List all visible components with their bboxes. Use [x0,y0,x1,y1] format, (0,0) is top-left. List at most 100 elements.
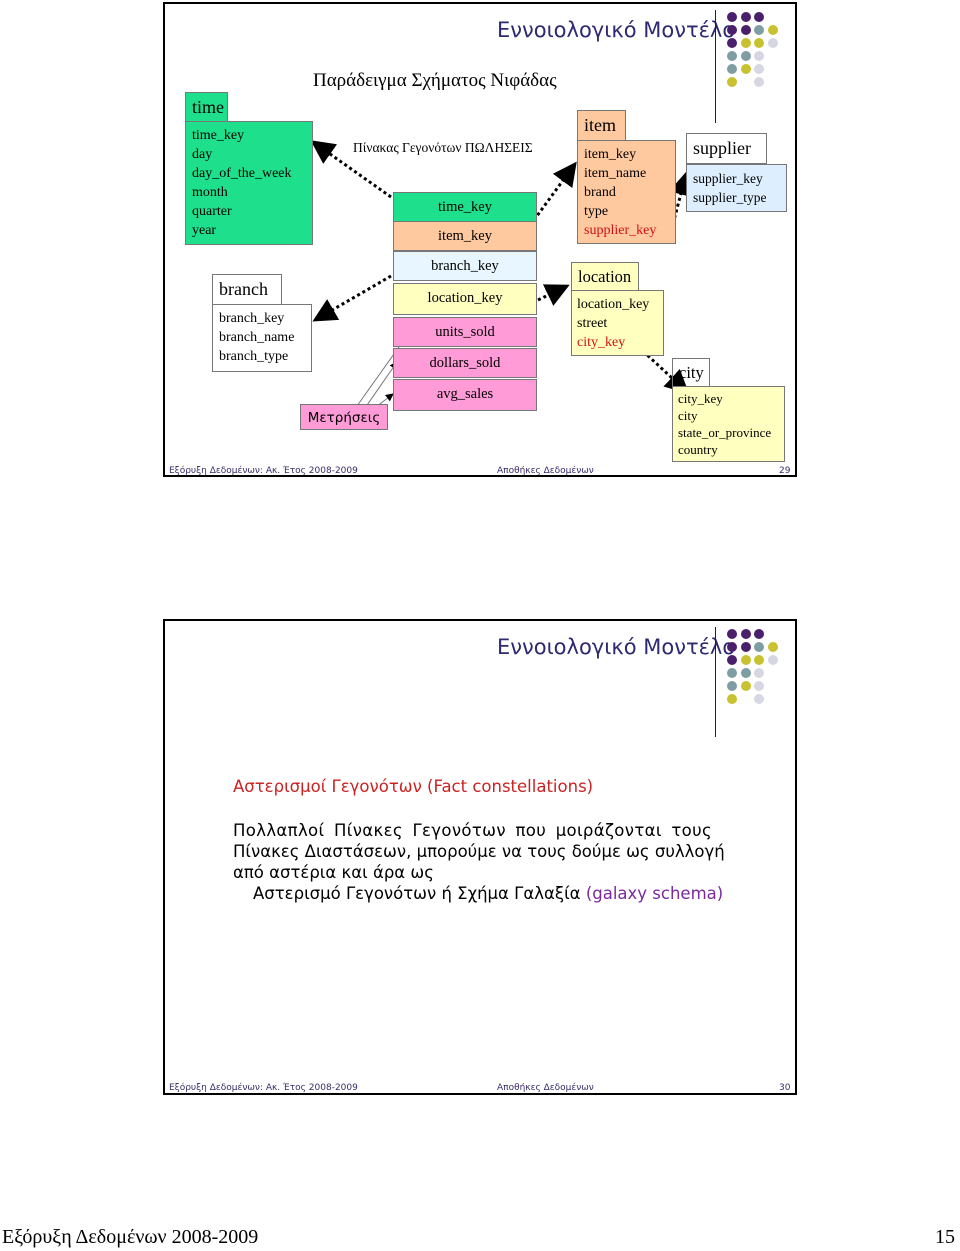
decorative-dot [754,51,764,61]
supplier-table-header: supplier [686,133,767,164]
location-attr: location_key [577,297,650,312]
item-table-header: item [577,110,626,141]
decorative-dot [754,64,764,74]
decorative-dot [740,681,751,691]
supplier-attr: supplier_key [693,171,763,186]
link-fact-location [537,284,570,306]
decorative-dot [754,681,764,691]
slide-29: Εννοιολογικό Μοντέλο Παράδειγμα Σχήματος… [163,2,797,477]
decorative-dot [767,642,778,652]
item-attr: brand [584,185,616,200]
body-line: Πολλαπλοί Πίνακες Γεγονότων που μοιράζον… [233,821,713,840]
slide-footer-left: Εξόρυξη Δεδομένων: Ακ. Έτος 2008-2009 [169,466,358,476]
slide-30: Εννοιολογικό Μοντέλο Αστερισμοί Γεγονότω… [163,619,797,1095]
time-attr: year [192,223,217,238]
item-attributes: item_key item_name brand type supplier_k… [584,145,656,240]
decorative-dot-grid [727,12,787,108]
time-attr: quarter [192,204,232,219]
slide-footer-center: Αποθήκες Δεδομένων [497,1083,594,1093]
decorative-dot [740,629,751,639]
decorative-dot [727,77,737,87]
decorative-dot [740,51,751,61]
time-attr: time_key [192,128,245,143]
time-table-header: time [185,92,228,122]
decorative-dot [727,694,737,704]
fact-constellations-heading: Αστερισμοί Γεγονότων (Fact constellation… [233,777,594,796]
decorative-dot [727,655,737,665]
fact-row-units-sold: units_sold [393,317,537,347]
title-divider [715,10,716,123]
decorative-dot [727,51,737,61]
item-attr: item_key [584,147,637,162]
decorative-dot [754,77,764,87]
measures-label: Μετρήσεις [300,404,388,430]
decorative-dot [767,25,778,35]
city-table-body: city_key city state_or_province country [672,386,785,462]
supplier-attr: supplier_type [693,190,767,205]
decorative-dot [740,642,751,652]
decorative-dot [727,64,737,74]
decorative-dot [727,681,737,691]
time-attr: month [192,185,228,200]
fact-row-dollars-sold: dollars_sold [393,348,537,378]
decorative-dot [727,38,737,48]
location-attr: street [577,316,608,331]
time-attr: day [192,147,213,162]
branch-table-body: branch_key branch_name branch_type [212,304,312,372]
galaxy-prefix: Αστερισμό Γεγονότων ή Σχήμα Γαλαξία [253,884,581,903]
link-fact-time [310,140,392,199]
time-table-body: time_key day day_of_the_week month quart… [185,121,313,245]
link-fact-item [532,161,577,221]
body-line-galaxy: Αστερισμό Γεγονότων ή Σχήμα Γαλαξία (gal… [233,883,725,904]
decorative-dot [754,25,764,35]
decorative-dot-grid [727,629,787,725]
decorative-dot [754,668,764,678]
fact-table-caption: Πίνακας Γεγονότων ΠΩΛΗΣΕΙΣ [353,140,533,155]
decorative-dot [767,38,778,48]
branch-attr: branch_key [219,311,285,326]
fact-row-item-key: item_key [393,221,537,251]
decorative-dot [754,694,764,704]
city-attr: state_or_province [678,425,772,440]
decorative-dot [727,642,737,652]
supplier-attributes: supplier_key supplier_type [693,169,767,207]
slide-body: Πολλαπλοί Πίνακες Γεγονότων που μοιράζον… [233,820,725,904]
supplier-table-body: supplier_key supplier_type [686,164,787,212]
time-attributes: time_key day day_of_the_week month quart… [192,126,292,240]
decorative-dot [754,655,764,665]
decorative-dot [754,629,764,639]
decorative-dot [740,655,751,665]
city-attributes: city_key city state_or_province country [678,390,771,458]
fact-row-time-key: time_key [393,192,537,222]
page-number: 15 [935,1226,955,1248]
decorative-dot [767,655,778,665]
branch-attr: branch_name [219,330,295,345]
decorative-dot [740,25,751,35]
city-attr: city_key [678,391,723,406]
page-footer-title: Εξόρυξη Δεδομένων 2008-2009 [2,1226,259,1248]
location-table-header: location [571,262,639,291]
decorative-dot [754,38,764,48]
decorative-dot [727,668,737,678]
city-attr: country [678,442,718,457]
branch-attr: branch_type [219,349,289,364]
slide-page-number: 29 [779,466,791,476]
item-attr: type [584,204,609,219]
schema-subtitle: Παράδειγμα Σχήματος Νιφάδας [313,70,557,91]
slide-footer-center: Αποθήκες Δεδομένων [497,466,594,476]
fact-row-avg-sales: avg_sales [393,379,537,411]
decorative-dot [754,12,764,22]
slide-page-number: 30 [779,1083,791,1093]
decorative-dot [727,25,737,35]
fact-row-location-key: location_key [393,283,537,315]
slide-title: Εννοιολογικό Μοντέλο [497,18,736,42]
decorative-dot [727,12,737,22]
body-line: Πίνακες Διαστάσεων, μπορούμε να τους δού… [233,842,725,861]
branch-table-header: branch [212,274,282,305]
decorative-dot [740,38,751,48]
decorative-dot [740,668,751,678]
location-table-body: location_key street city_key [571,290,664,356]
decorative-dot [727,629,737,639]
decorative-dot [740,12,751,22]
time-attr: day_of_the_week [192,166,292,181]
